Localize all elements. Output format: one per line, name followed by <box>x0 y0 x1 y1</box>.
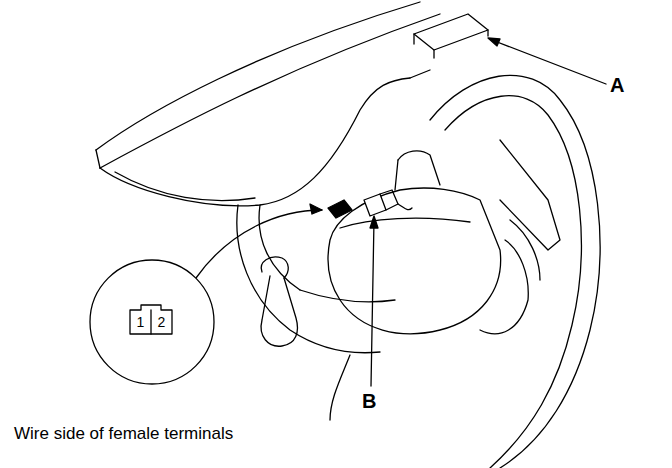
column-cover <box>395 160 398 190</box>
caption-note: Wire side of female terminals <box>14 424 233 444</box>
leader-line <box>371 220 374 386</box>
dash-panel <box>237 205 380 353</box>
callout-letter: B <box>362 390 376 413</box>
pin-number: 2 <box>151 312 172 332</box>
dash-panel <box>259 205 300 290</box>
dash-panel <box>115 172 255 201</box>
dash-line <box>100 14 440 168</box>
callout-letter: A <box>610 74 624 97</box>
connector-b <box>364 194 386 216</box>
arrowhead <box>370 216 378 228</box>
arrowhead <box>488 38 500 46</box>
arrowhead <box>310 204 322 214</box>
steering-spoke <box>500 140 560 250</box>
column-cover <box>398 151 440 185</box>
pin-number: 1 <box>130 312 151 332</box>
dash-panel <box>410 70 430 78</box>
dash-panel <box>100 78 410 206</box>
dash-panel <box>300 290 395 302</box>
harness-wire <box>398 204 412 210</box>
callout-circle <box>90 260 214 384</box>
connector-face <box>130 305 172 334</box>
steering-wheel <box>430 75 600 468</box>
dash-lid <box>414 14 488 50</box>
steering-hub <box>480 240 528 334</box>
connector-b <box>380 190 398 210</box>
leader-line <box>492 40 606 84</box>
connector-face <box>150 310 151 334</box>
knob <box>261 276 297 346</box>
column-cover <box>340 218 470 228</box>
dash-line <box>96 150 100 168</box>
dash-lid <box>414 30 488 58</box>
dash-line <box>96 2 420 150</box>
steering-wheel <box>445 96 581 468</box>
mating-connector <box>328 200 352 218</box>
column-cover <box>328 188 501 334</box>
callout-arrow <box>196 210 322 278</box>
dash-panel <box>330 355 350 420</box>
knob <box>261 257 288 278</box>
